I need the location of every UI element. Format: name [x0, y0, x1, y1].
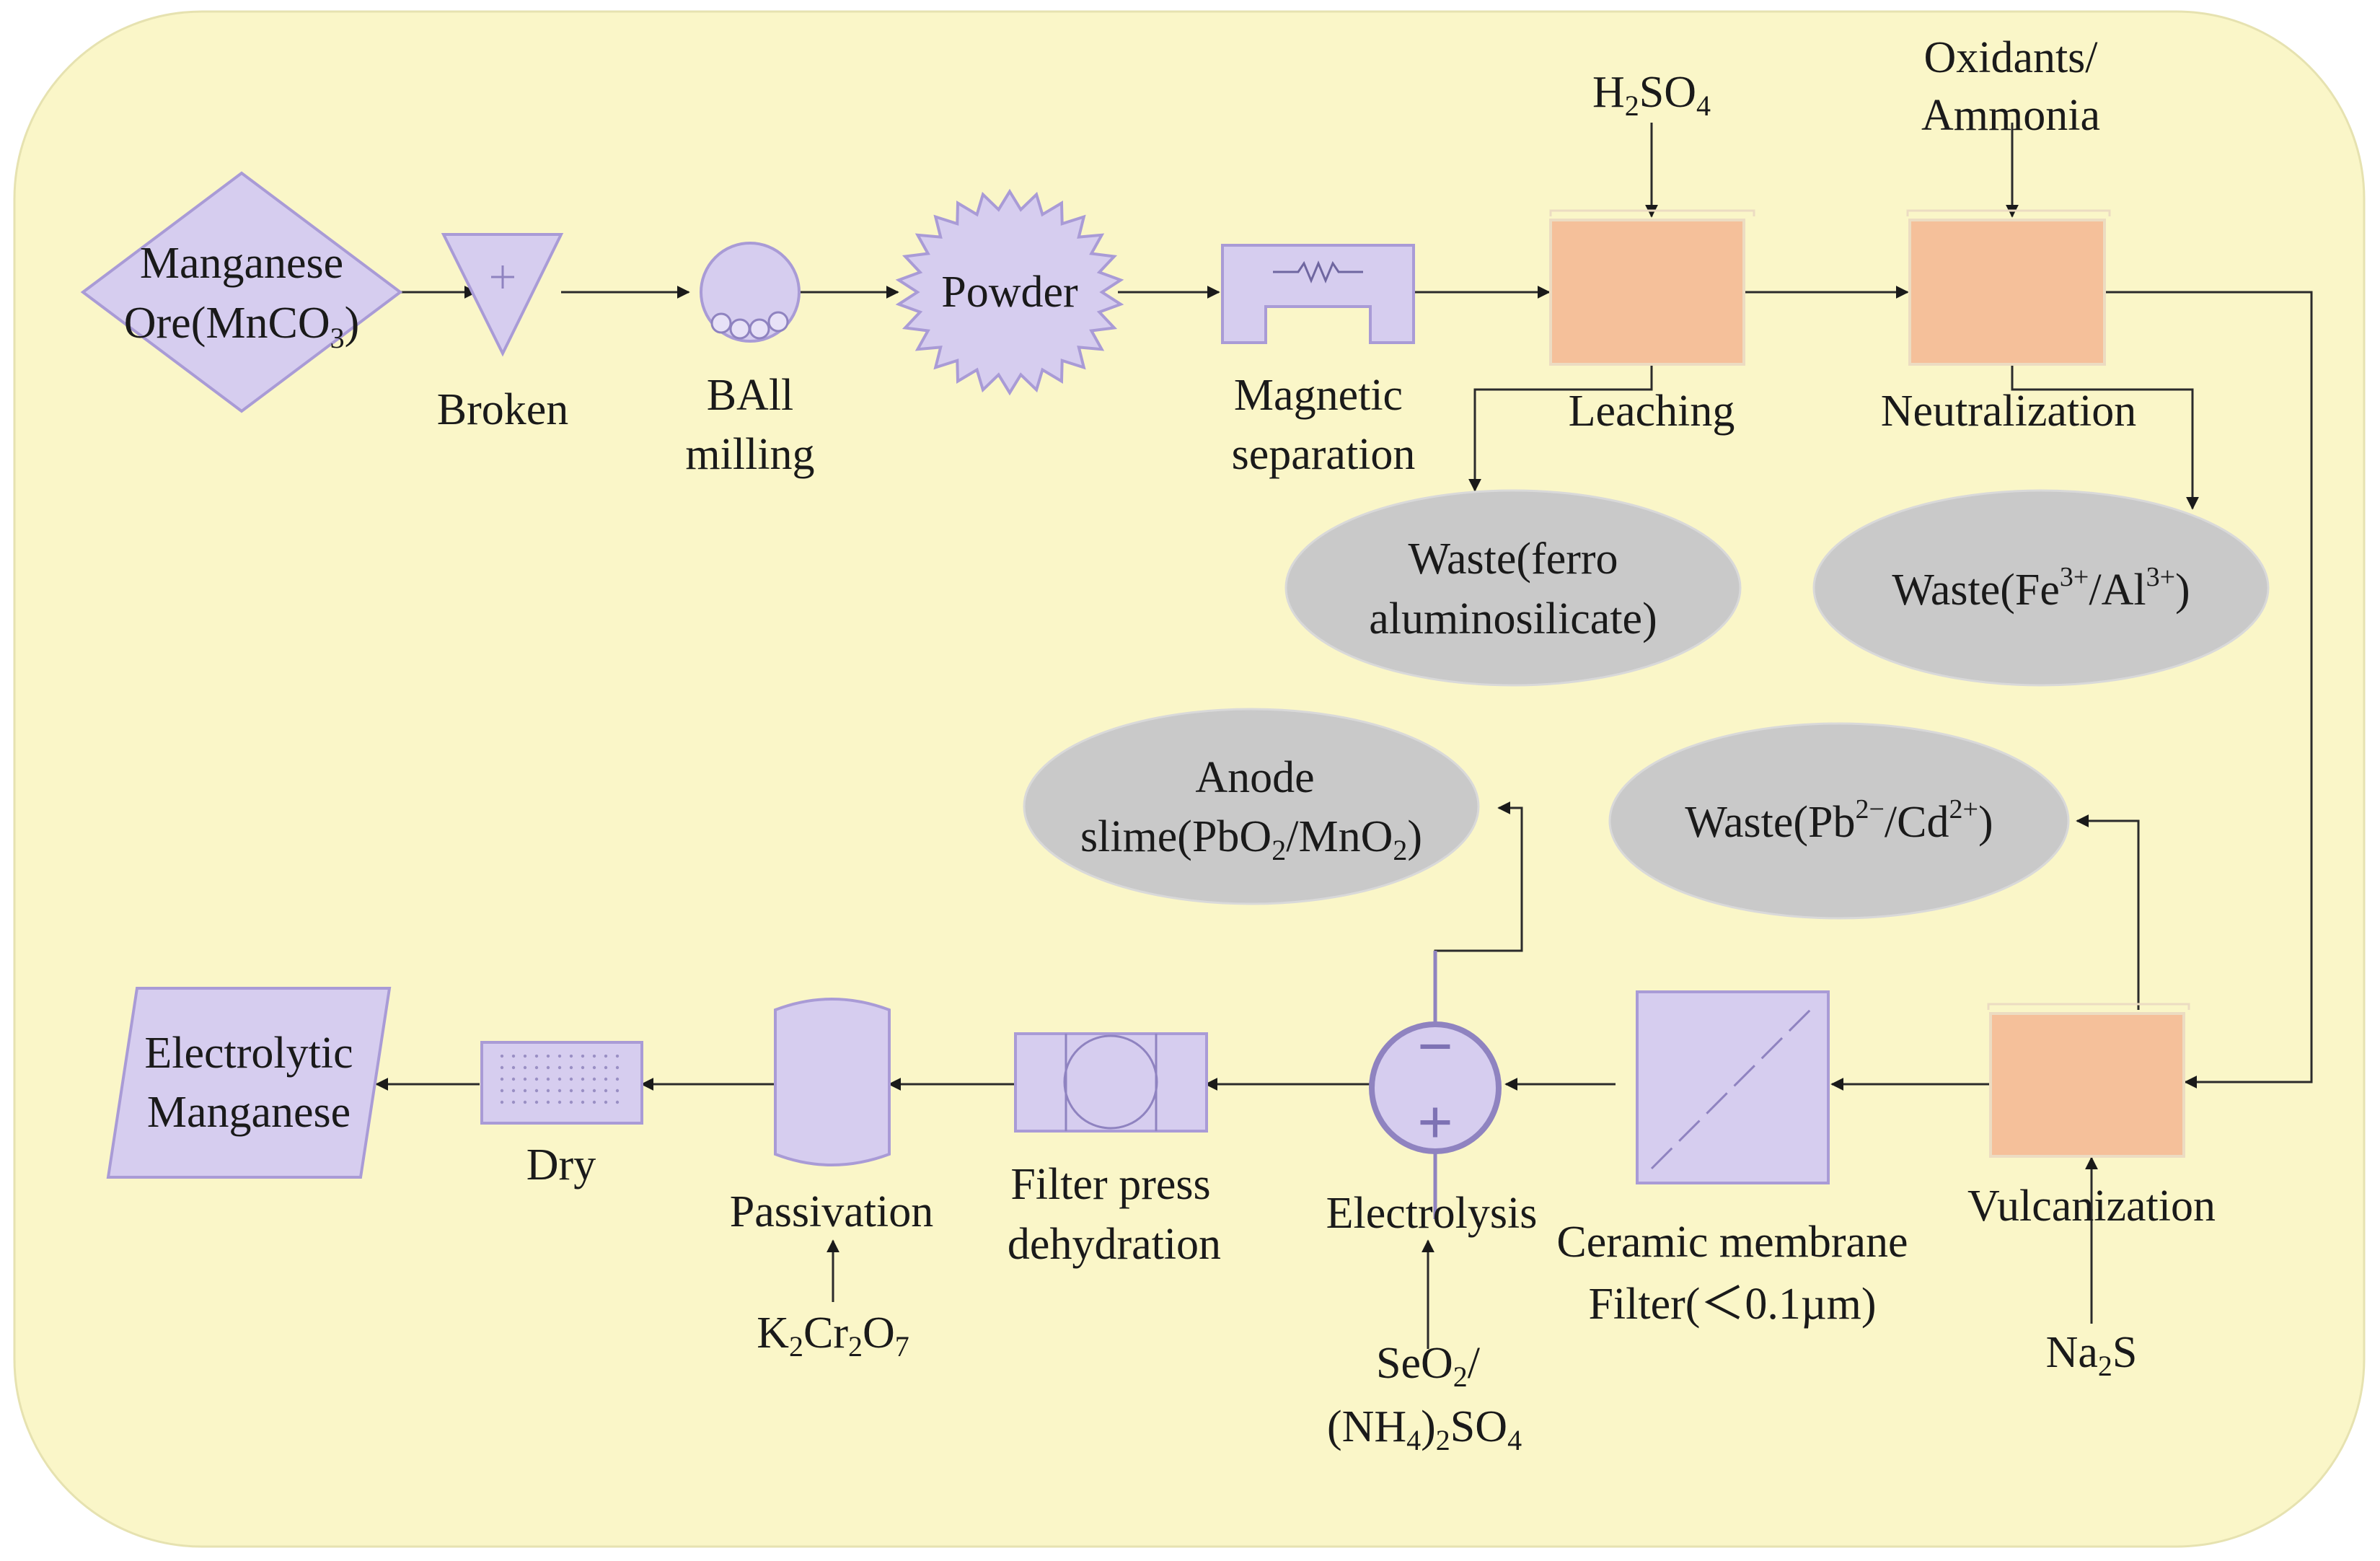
ore-label-end: )	[345, 299, 360, 348]
product-label-line1: Electrolytic	[144, 1029, 353, 1078]
filter-press-label-line1: Filter press	[1010, 1160, 1210, 1209]
svg-text:slime(PbO2/MnO2): slime(PbO2/MnO2)	[1080, 812, 1422, 866]
broken-label: Broken	[437, 385, 569, 434]
node-passivation: Passivation	[730, 998, 933, 1236]
ball-milling-label-line2: milling	[685, 430, 814, 479]
svg-text:(NH4)2SO4: (NH4)2SO4	[1327, 1402, 1522, 1456]
powder-label: Powder	[941, 268, 1078, 317]
input-oxidants-ammonia: Oxidants/ Ammonia	[1921, 33, 2100, 140]
ceramic-label-line1: Ceramic membrane	[1556, 1218, 1908, 1267]
electrolysis-label: Electrolysis	[1326, 1189, 1538, 1238]
ceramic-label-line2: Filter(＜0.1µm)	[1588, 1280, 1876, 1329]
input-na2s: Na2S	[2046, 1328, 2138, 1382]
ferro-waste-label-line1: Waste(ferro	[1408, 535, 1618, 584]
magnetic-label-line2: separation	[1232, 430, 1416, 479]
node-dry: Dry	[480, 1041, 643, 1190]
svg-text:Ore(MnCO3): Ore(MnCO3)	[124, 299, 360, 354]
dry-label: Dry	[526, 1140, 596, 1190]
svg-text:Manganese: Manganese	[140, 239, 343, 288]
connectors	[375, 123, 2313, 1349]
leaching-label: Leaching	[1569, 387, 1735, 436]
ferro-waste-label-line2: aluminosilicate)	[1369, 594, 1657, 643]
passivation-label: Passivation	[730, 1187, 933, 1236]
svg-text:Na2S: Na2S	[2046, 1328, 2138, 1382]
node-electrolytic-manganese: Electrolytic Manganese	[106, 987, 392, 1179]
waste-ferro-aluminosilicate: Waste(ferro aluminosilicate)	[1284, 489, 1742, 687]
node-manganese-ore: Manganese Ore(MnCO3)	[80, 171, 403, 413]
ore-label-line2: Ore(MnCO	[124, 299, 330, 348]
input-seo2-ammonium-sulfate: SeO2/ (NH4)2SO4	[1327, 1339, 1522, 1456]
input-k2cr2o7: K2Cr2O7	[757, 1309, 909, 1363]
node-ceramic-membrane-filter: Ceramic membrane Filter(＜0.1µm)	[1556, 990, 1908, 1329]
input-h2so4: H2SO4	[1592, 68, 1711, 122]
waste-anode-slime: Anode slime(PbO2/MnO2)	[1023, 708, 1480, 905]
product-label-line2: Manganese	[147, 1088, 351, 1137]
svg-text:SeO2/: SeO2/	[1376, 1339, 1481, 1393]
node-leaching: Leaching	[1549, 209, 1755, 436]
svg-text:Waste(Pb2−/Cd2+): Waste(Pb2−/Cd2+)	[1685, 794, 1993, 847]
ore-label-subscript: 3	[330, 322, 345, 354]
node-vulcanization: Vulcanization	[1967, 1003, 2216, 1231]
node-neutralization: Neutralization	[1881, 209, 2137, 436]
ball-milling-label-line1: BAll	[707, 371, 794, 420]
ore-label-line1: Manganese	[140, 239, 343, 288]
waste-fe-al: Waste(Fe3+/Al3+)	[1812, 489, 2270, 687]
svg-text:H2SO4: H2SO4	[1592, 68, 1711, 122]
electrode-minus-icon: −	[1417, 1012, 1453, 1082]
node-magnetic-separation: Magnetic separation	[1221, 244, 1416, 479]
vulcanization-label: Vulcanization	[1967, 1182, 2216, 1231]
anode-label-line1: Anode	[1195, 753, 1314, 802]
oxidants-label-line1: Oxidants/	[1923, 33, 2098, 82]
svg-text:K2Cr2O7: K2Cr2O7	[757, 1309, 909, 1363]
filter-press-label-line2: dehydration	[1008, 1220, 1221, 1269]
node-powder: Powder	[895, 188, 1124, 396]
waste-pb-cd: Waste(Pb2−/Cd2+)	[1608, 722, 2070, 920]
node-ball-milling: BAll milling	[685, 242, 815, 479]
node-electrolysis: − + Electrolysis	[1326, 951, 1538, 1238]
node-filter-press-dehydration: Filter press dehydration	[1008, 1032, 1221, 1269]
svg-text:Waste(Fe3+/Al3+): Waste(Fe3+/Al3+)	[1892, 562, 2190, 615]
neutralization-label: Neutralization	[1881, 387, 2137, 436]
node-broken: Broken	[437, 233, 569, 434]
magnetic-label-line1: Magnetic	[1234, 371, 1403, 420]
oxidants-label-line2: Ammonia	[1921, 91, 2100, 140]
electrode-plus-icon: +	[1417, 1088, 1453, 1158]
